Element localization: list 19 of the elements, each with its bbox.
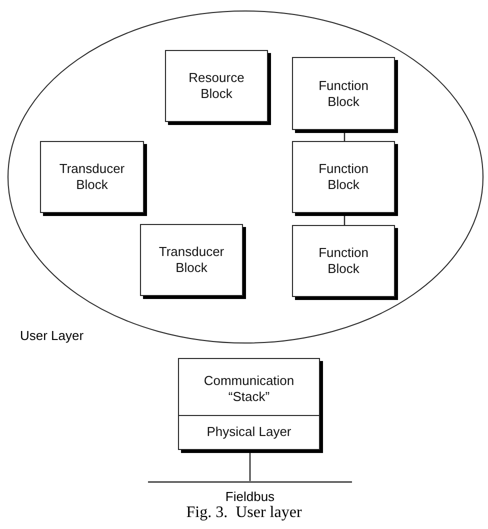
function-block-box: [140, 224, 243, 296]
function-block-box: [292, 57, 395, 130]
block-label: Transducer Block: [158, 244, 226, 276]
block-label: Function Block: [318, 78, 370, 110]
bus-label: Fieldbus: [224, 489, 276, 504]
figure-caption: Fig. 3. User layer: [186, 504, 302, 521]
stack-label: Communication “Stack”: [202, 373, 296, 405]
layer-label: User Layer: [20, 328, 84, 343]
block-label: Resource Block: [188, 70, 246, 102]
connector-line: [249, 451, 251, 481]
function-block-box: [292, 225, 395, 297]
block-label: Function Block: [318, 245, 370, 277]
block-label: Function Block: [318, 161, 370, 193]
function-block-box: [40, 141, 144, 213]
block-label: Transducer Block: [58, 161, 126, 193]
layer-label: Physical Layer: [206, 424, 292, 440]
stack-box: [178, 358, 320, 450]
function-block-box: [165, 50, 268, 122]
function-block-box: [292, 141, 395, 213]
